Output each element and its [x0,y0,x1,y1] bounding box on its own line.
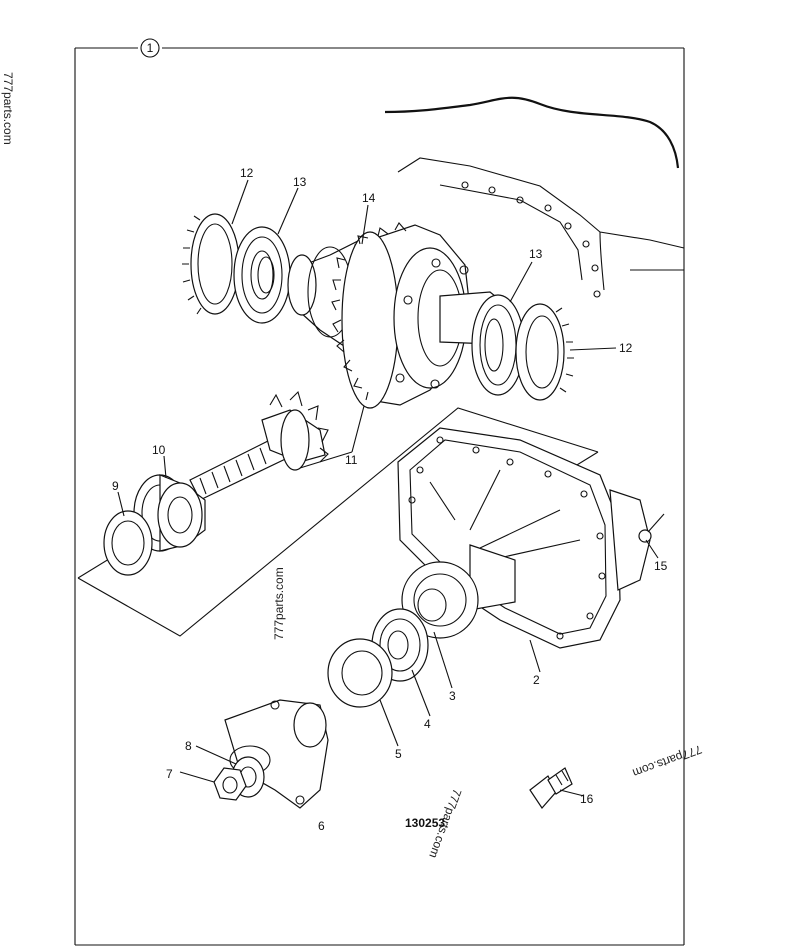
side-bearing-cup-right [515,303,574,401]
sheet-number: 1 [147,41,154,55]
callout-8: 8 [185,739,192,753]
callout-9: 9 [112,479,119,493]
callout-7: 7 [166,767,173,781]
breather [638,513,665,543]
side-bearing-left [233,226,291,324]
bolt [529,767,573,809]
callout-6: 6 [318,819,325,833]
callout-15: 15 [654,559,668,573]
sheet-number-badge: 1 [140,38,160,58]
housing-bolt-holes [461,181,601,298]
differential-carrier [287,222,501,409]
flange-nut [213,767,247,801]
callout-2: 2 [533,673,540,687]
callout-labels: 2 3 4 5 6 7 8 9 10 11 12 12 13 13 14 15 … [112,166,668,833]
axle-housing-outline [384,96,685,298]
callout-12-left: 12 [240,166,254,180]
watermark-left-edge: 777parts.com [1,72,15,145]
pinion-shim [103,510,153,576]
callout-11: 11 [345,453,358,467]
callout-12-right: 12 [619,341,633,355]
oil-seal [327,638,393,708]
callout-14: 14 [362,191,376,205]
callout-5: 5 [395,747,402,761]
leader-lines [117,179,659,797]
sheet-frame [74,47,685,946]
callout-13-left: 13 [293,175,307,189]
watermark-center: 777parts.com [272,567,286,640]
callout-3: 3 [449,689,456,703]
drive-pinion [189,390,329,501]
watermark-right: 777parts.com [631,742,704,780]
callout-4: 4 [424,717,431,731]
figure-code: 130253 [405,816,445,830]
side-bearing-cup-left [182,213,240,315]
callout-13-right: 13 [529,247,543,261]
callout-16: 16 [580,792,594,806]
casing-bolt-holes [408,436,606,640]
axle-casing [397,427,651,649]
callout-10: 10 [152,443,166,457]
